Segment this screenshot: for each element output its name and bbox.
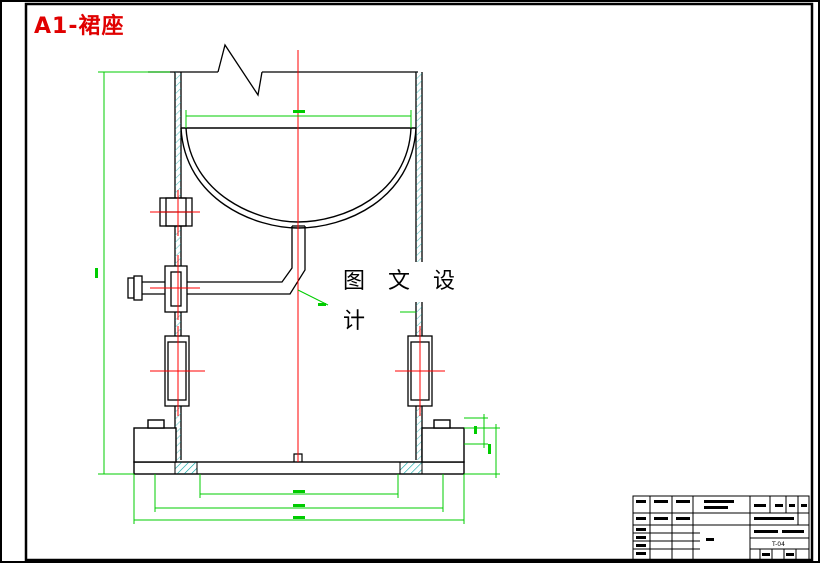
title-block xyxy=(632,495,810,561)
drain-flange xyxy=(127,265,188,313)
watermark-text: 图 文 设 计 xyxy=(337,262,487,334)
dimension-ticks xyxy=(95,110,491,519)
title-block-code: T-04 xyxy=(771,541,785,548)
title-block-fills xyxy=(636,500,807,556)
centerlines xyxy=(150,50,445,462)
drawing-title: A1-裙座 xyxy=(34,14,125,39)
dimension-lines xyxy=(98,71,500,524)
base-ring xyxy=(133,419,465,475)
base-weld-right xyxy=(399,461,423,475)
inner-border xyxy=(24,2,814,562)
base-weld-left xyxy=(174,461,198,475)
